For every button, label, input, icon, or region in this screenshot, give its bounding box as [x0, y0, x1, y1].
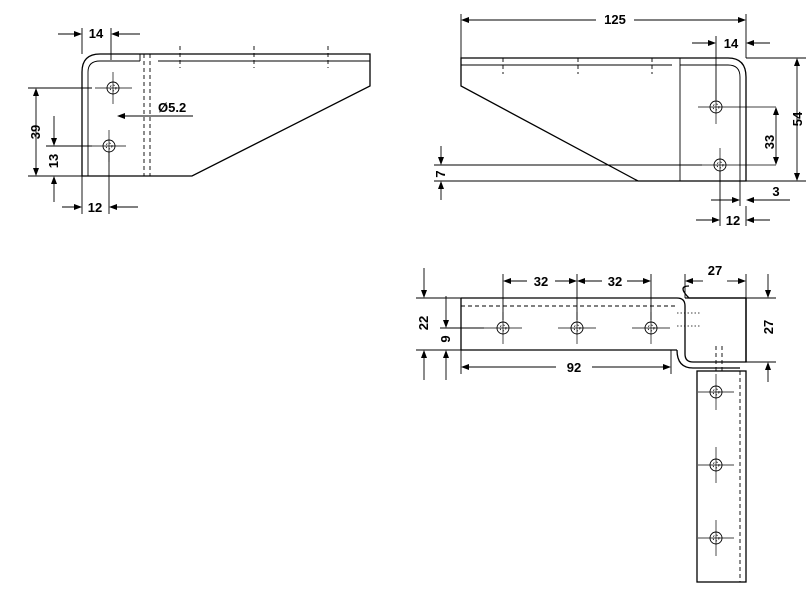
dim-arrow	[577, 278, 585, 284]
dim-39: 39	[28, 125, 43, 139]
dim-arrow	[438, 157, 444, 165]
dim-arrow	[712, 217, 720, 223]
dim-arrow	[74, 204, 82, 210]
dim-arrow	[685, 278, 693, 284]
plan-vertical-hole-3	[698, 520, 734, 556]
bracket-outline-right	[460, 57, 747, 182]
dim-125: 125	[604, 12, 626, 27]
mounting-hole-upper-right	[698, 90, 776, 124]
dim-arrow	[738, 278, 746, 284]
dim-arrow	[732, 197, 740, 203]
side-view-left: 14 39 13 12 Ø5.2	[28, 26, 371, 215]
dim-arrow	[421, 350, 427, 358]
leader-arrow	[117, 113, 125, 119]
bracket-outline-left	[81, 53, 371, 177]
plan-bend-outer	[676, 349, 740, 369]
side-view-right: 125 14 54 33 7 3	[433, 12, 806, 228]
dim-arrow	[765, 290, 771, 298]
dim-hole-diameter: Ø5.2	[158, 100, 186, 115]
dim-arrow	[74, 31, 82, 37]
dim-arrow	[708, 40, 716, 46]
dim-14-top-left: 14	[89, 26, 104, 41]
bracket-inner-bend-right	[680, 64, 741, 181]
dim-33: 33	[762, 135, 777, 149]
dim-27-vertical: 27	[761, 320, 776, 334]
plan-vertical-hole-2	[698, 447, 734, 483]
plan-vertical-hole-1	[698, 374, 734, 410]
dim-32-first: 32	[534, 274, 548, 289]
dim-arrow	[443, 320, 449, 328]
dim-arrow	[461, 364, 469, 370]
dim-arrow	[738, 17, 746, 23]
dim-arrow	[569, 278, 577, 284]
dim-7: 7	[433, 170, 448, 177]
mounting-hole-lower-right	[702, 148, 776, 182]
dim-arrow	[765, 362, 771, 370]
dim-arrow	[773, 157, 779, 165]
dim-14-top-right: 14	[724, 36, 739, 51]
dim-arrow	[51, 138, 57, 146]
plan-view: 32 32 27 27 22 9	[416, 263, 776, 583]
dim-92: 92	[567, 360, 581, 375]
dim-arrow	[51, 176, 57, 184]
dim-arrow	[33, 168, 39, 176]
dim-arrow	[33, 88, 39, 96]
mounting-hole-upper-left	[95, 72, 132, 104]
dim-arrow	[461, 17, 469, 23]
bracket-inner-bend-left	[87, 60, 140, 176]
plan-horizontal-flange	[461, 285, 747, 363]
dim-12-bottom-right: 12	[726, 213, 740, 228]
dim-arrow	[643, 278, 651, 284]
dim-12-bottom-left: 12	[88, 200, 102, 215]
dim-arrow	[663, 364, 671, 370]
dim-arrow	[503, 278, 511, 284]
dim-13: 13	[46, 154, 61, 168]
dim-22: 22	[416, 316, 431, 330]
dim-arrow	[794, 173, 800, 181]
dim-arrow	[443, 350, 449, 358]
dim-27-horizontal: 27	[708, 263, 722, 278]
dim-54: 54	[790, 111, 805, 126]
dim-arrow	[438, 181, 444, 189]
dim-9: 9	[438, 335, 453, 342]
plan-vertical-flange	[696, 370, 747, 583]
dim-32-second: 32	[608, 274, 622, 289]
dim-3: 3	[772, 184, 779, 199]
dim-arrow	[421, 290, 427, 298]
dim-arrow	[773, 107, 779, 115]
dim-arrow	[794, 58, 800, 66]
